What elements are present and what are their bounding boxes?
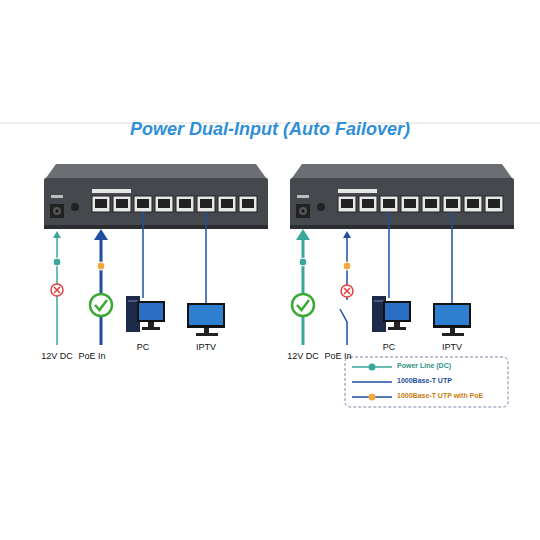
power-input-label: 12V DC [41, 351, 73, 361]
legend-text: Power Line (DC) [397, 362, 451, 369]
legend-text: 1000Base-T UTP [397, 377, 452, 384]
legend-text: 1000Base-T UTP with PoE [397, 392, 483, 399]
diagram-title: Power Dual-Input (Auto Failover) [0, 119, 540, 140]
device-label: IPTV [196, 342, 216, 352]
device-label: PC [383, 342, 396, 352]
poe-input-label: PoE In [78, 351, 105, 361]
power-input-label: 12V DC [287, 351, 319, 361]
device-label: IPTV [442, 342, 462, 352]
device-label: PC [137, 342, 150, 352]
poe-input-label: PoE In [324, 351, 351, 361]
